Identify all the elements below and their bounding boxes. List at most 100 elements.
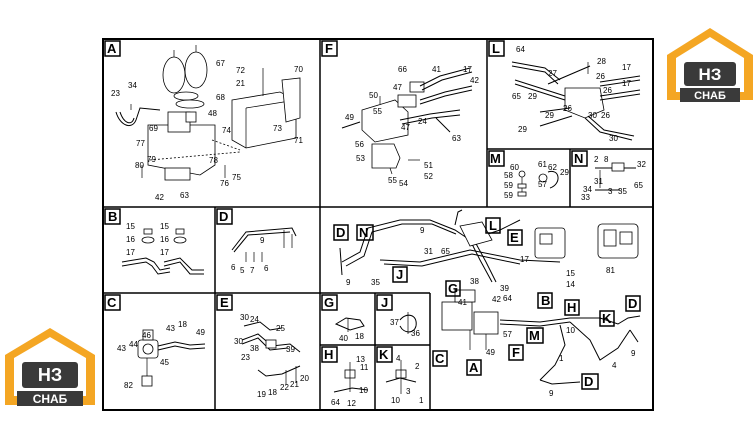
part-number: 43 <box>166 324 175 333</box>
part-number: 32 <box>637 160 646 169</box>
part-number: 9 <box>420 226 425 235</box>
section-n-drawing <box>595 162 636 191</box>
callout-k: K <box>602 311 612 326</box>
part-number: 6 <box>264 264 269 273</box>
part-number: 30 <box>240 313 249 322</box>
part-number: 19 <box>257 390 266 399</box>
part-number: 63 <box>180 191 189 200</box>
part-number: 54 <box>399 179 408 188</box>
part-number: 9 <box>631 349 636 358</box>
part-number: 18 <box>178 320 187 329</box>
logo-top-right: НЗ СНАБ <box>667 28 753 102</box>
part-number: 33 <box>581 193 590 202</box>
main-assembly-labels: 9 31 65 35 9 17 15 14 38 39 41 42 64 57 … <box>346 226 636 398</box>
part-number: 17 <box>126 248 135 257</box>
part-number: 23 <box>111 89 120 98</box>
part-number: 67 <box>216 59 225 68</box>
part-number: 72 <box>236 66 245 75</box>
section-k-label: K <box>379 347 389 362</box>
part-number: 63 <box>452 134 461 143</box>
section-g-drawing <box>334 317 365 332</box>
callout-b: B <box>541 293 550 308</box>
part-number: 11 <box>360 363 369 372</box>
part-number: 79 <box>147 155 156 164</box>
part-number: 66 <box>398 65 407 74</box>
section-n-label: N <box>574 151 583 166</box>
part-number: 53 <box>356 154 365 163</box>
section-b-label: B <box>108 209 117 224</box>
part-number: 10 <box>359 386 368 395</box>
part-number: 77 <box>136 139 145 148</box>
part-number: 55 <box>388 176 397 185</box>
part-number: 30 <box>588 111 597 120</box>
part-number: 47 <box>393 83 402 92</box>
section-a-labels: 67 72 21 70 34 23 68 69 48 73 74 71 77 7… <box>111 59 303 202</box>
section-l-drawing <box>511 61 641 141</box>
part-number: 26 <box>601 111 610 120</box>
callout-f: F <box>512 345 520 360</box>
part-number: 8 <box>604 155 609 164</box>
part-number: 21 <box>236 79 245 88</box>
section-f-drawing <box>341 67 473 175</box>
part-number: 82 <box>124 381 133 390</box>
part-number: 64 <box>516 45 525 54</box>
part-number: 57 <box>503 330 512 339</box>
part-number: 61 <box>538 160 547 169</box>
callout-n: N <box>359 225 368 240</box>
part-number: 74 <box>222 126 231 135</box>
part-number: 3 <box>406 387 411 396</box>
part-number: 78 <box>209 156 218 165</box>
callout-h: H <box>567 300 576 315</box>
part-number: 26 <box>603 86 612 95</box>
section-d-label: D <box>219 209 228 224</box>
callout-j: J <box>396 267 403 282</box>
main-callouts: D N L E J G B H D K M C F A D <box>333 217 641 390</box>
part-number: 59 <box>504 181 513 190</box>
part-number: 46 <box>142 331 151 340</box>
part-number: 39 <box>500 284 509 293</box>
part-number: 69 <box>149 124 158 133</box>
part-number: 75 <box>232 173 241 182</box>
section-k-drawing <box>385 360 417 394</box>
part-number: 20 <box>300 374 309 383</box>
section-h-label: H <box>324 347 333 362</box>
part-number: 24 <box>250 315 259 324</box>
part-number: 13 <box>356 355 365 364</box>
section-l-label: L <box>492 41 500 56</box>
part-number: 16 <box>126 235 135 244</box>
callout-e: E <box>510 230 519 245</box>
part-number: 10 <box>566 326 575 335</box>
part-number: 50 <box>369 91 378 100</box>
part-number: 15 <box>160 222 169 231</box>
section-j-label: J <box>381 295 388 310</box>
part-number: 29 <box>560 168 569 177</box>
part-number: 45 <box>160 358 169 367</box>
part-number: 49 <box>486 348 495 357</box>
part-number: 9 <box>260 236 265 245</box>
section-h-drawing <box>333 362 369 393</box>
section-n-labels: 2 8 32 31 34 3 35 33 65 <box>581 155 646 202</box>
part-number: 57 <box>538 180 547 189</box>
section-l-labels: 64 28 27 26 17 65 29 26 17 29 26 30 26 2… <box>512 45 631 143</box>
part-number: 15 <box>126 222 135 231</box>
part-number: 7 <box>250 266 255 275</box>
part-number: 42 <box>155 193 164 202</box>
section-m-labels: 60 61 62 58 29 59 57 59 <box>504 160 569 200</box>
part-number: 80 <box>135 161 144 170</box>
part-number: 21 <box>290 380 299 389</box>
part-number: 38 <box>250 344 259 353</box>
part-number: 31 <box>594 177 603 186</box>
part-number: 81 <box>606 266 615 275</box>
section-g-label: G <box>324 295 334 310</box>
logo-bottom-left: НЗ СНАБ <box>5 328 95 406</box>
section-c-label: C <box>107 295 117 310</box>
part-number: 17 <box>622 63 631 72</box>
part-number: 59 <box>504 191 513 200</box>
part-number: 16 <box>160 235 169 244</box>
part-number: 47 <box>401 123 410 132</box>
part-number: 4 <box>396 354 401 363</box>
part-number: 17 <box>463 65 472 74</box>
part-number: 28 <box>597 57 606 66</box>
part-number: 64 <box>503 294 512 303</box>
part-number: 24 <box>418 117 427 126</box>
